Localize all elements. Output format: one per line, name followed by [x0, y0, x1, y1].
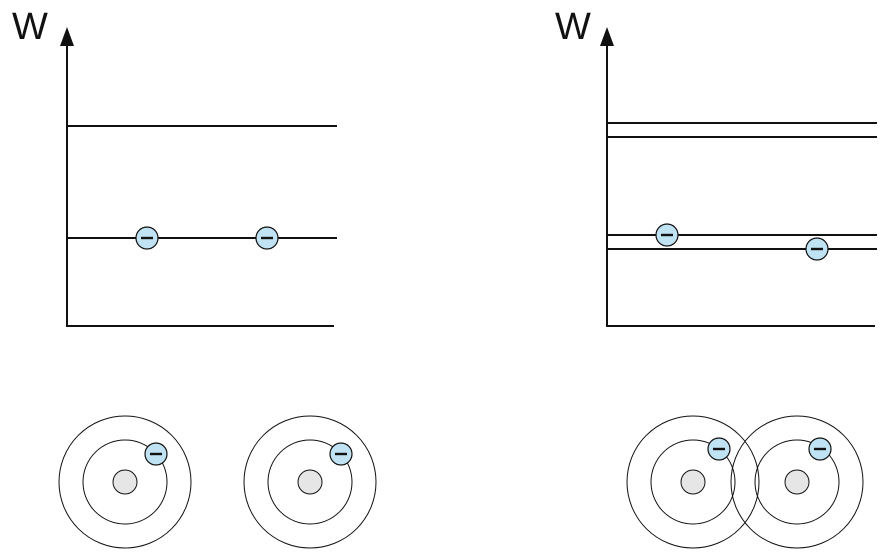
right-energy-panel: [600, 27, 877, 327]
atom-outer-shell: [730, 415, 864, 549]
atom-nucleus: [112, 469, 138, 495]
atom-electron: [706, 436, 732, 462]
atom-outer-shell: [58, 415, 192, 549]
atom-outer-shell: [243, 415, 377, 549]
left-level-electron-2: [254, 225, 280, 251]
atom-right-2: [730, 415, 864, 549]
atom-right-1: [626, 415, 760, 549]
atom-inner-shell: [82, 439, 168, 525]
left-level-electron-1: [134, 225, 160, 251]
atom-outer-shell: [626, 415, 760, 549]
right-level-electron-2: [804, 236, 830, 262]
right-level-electron-1: [654, 222, 680, 248]
energy-axis-label-right: W: [555, 6, 591, 48]
atom-nucleus: [297, 469, 323, 495]
atom-left-1: [58, 415, 192, 549]
atom-inner-shell: [650, 439, 736, 525]
atom-electron: [807, 436, 833, 462]
atom-nucleus: [784, 469, 810, 495]
atom-left-2: [243, 415, 377, 549]
atom-inner-shell: [267, 439, 353, 525]
atom-electron: [328, 441, 354, 467]
right-y-axis-arrowhead: [600, 27, 614, 46]
left-y-axis-arrowhead: [60, 27, 74, 46]
atom-nucleus: [680, 469, 706, 495]
energy-axis-label-left: W: [12, 6, 48, 48]
left-energy-panel: [60, 27, 337, 327]
atom-electron: [143, 441, 169, 467]
atom-inner-shell: [754, 439, 840, 525]
